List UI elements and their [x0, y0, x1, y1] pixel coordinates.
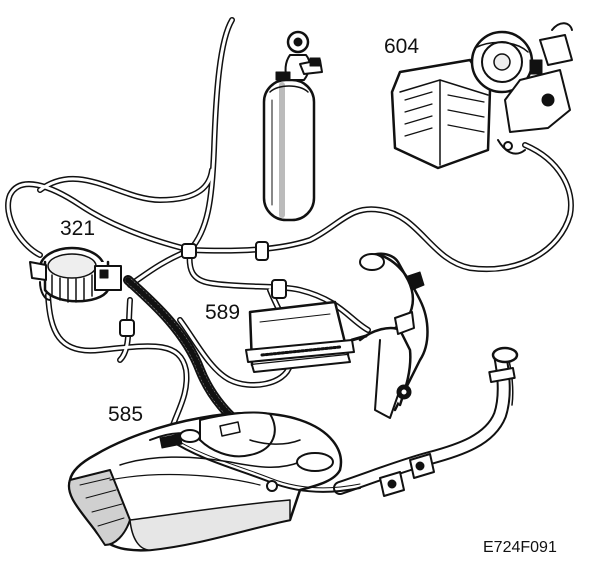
- fuel-filler-tube: [333, 346, 519, 497]
- hose-network: [5, 17, 574, 443]
- throttle-body-604: [390, 22, 573, 170]
- hose-connector: [271, 279, 287, 299]
- solenoid-valve-321: [29, 246, 122, 303]
- control-unit-589: [245, 300, 355, 373]
- hose-loop-left: [5, 181, 193, 258]
- callout-604: 604: [384, 35, 420, 58]
- canister-bracket: [350, 252, 429, 419]
- callout-585: 585: [108, 403, 144, 426]
- hose-canister-feed: [187, 17, 235, 253]
- test-gas-cylinder: [262, 30, 323, 222]
- callout-321: 321: [60, 217, 96, 240]
- hose-connector: [255, 241, 269, 261]
- hose-connector: [119, 319, 135, 337]
- figure-identifier: E724F091: [483, 539, 557, 556]
- hose-connector: [181, 243, 197, 259]
- fuel-tank-585: [67, 411, 361, 552]
- callout-589: 589: [205, 301, 241, 324]
